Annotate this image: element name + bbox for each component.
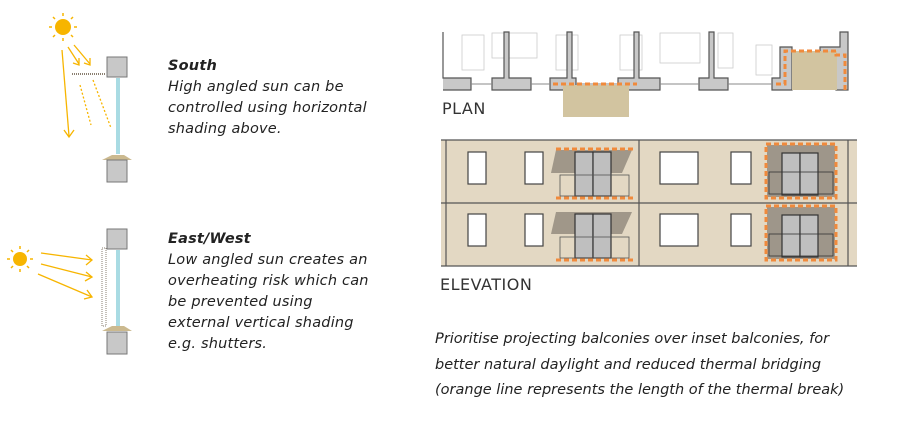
sun-ray-arrows — [61, 44, 112, 139]
south-window-section — [49, 13, 132, 183]
elevation-drawing — [441, 139, 857, 267]
caption-line: Prioritise projecting balconies over ins… — [435, 331, 830, 347]
south-description: South High angled sun can be controlled … — [168, 56, 367, 140]
south-line: controlled using horizontal — [168, 100, 367, 116]
sun-icon — [49, 13, 77, 41]
south-line: High angled sun can be — [168, 79, 344, 95]
eastwest-line: e.g. shutters. — [168, 336, 268, 352]
elevation-label: ELEVATION — [440, 275, 533, 294]
south-line: shading above. — [168, 121, 282, 137]
plan-drawing — [442, 31, 849, 117]
inset-balconies — [764, 142, 838, 262]
eastwest-line: external vertical shading — [168, 315, 354, 331]
projecting-balconies — [551, 147, 633, 262]
eastwest-line: be prevented using — [168, 294, 313, 310]
sun-icon — [7, 246, 33, 272]
plan-label: PLAN — [442, 99, 486, 118]
vertical-shutters — [101, 247, 107, 327]
caption-line: better natural daylight and reduced ther… — [435, 356, 822, 373]
south-title: South — [168, 58, 217, 74]
eastwest-line: Low angled sun creates an — [168, 252, 368, 268]
sun-ray-arrows — [37, 252, 94, 300]
thermal-break-line — [553, 49, 847, 90]
eastwest-window-section — [7, 228, 132, 355]
caption-line: (orange line represents the length of th… — [435, 382, 845, 398]
eastwest-description: East/West Low angled sun creates an over… — [168, 229, 369, 355]
eastwest-line: overheating risk which can — [168, 273, 369, 289]
eastwest-title: East/West — [168, 231, 251, 247]
caption: Prioritise projecting balconies over ins… — [435, 327, 844, 404]
